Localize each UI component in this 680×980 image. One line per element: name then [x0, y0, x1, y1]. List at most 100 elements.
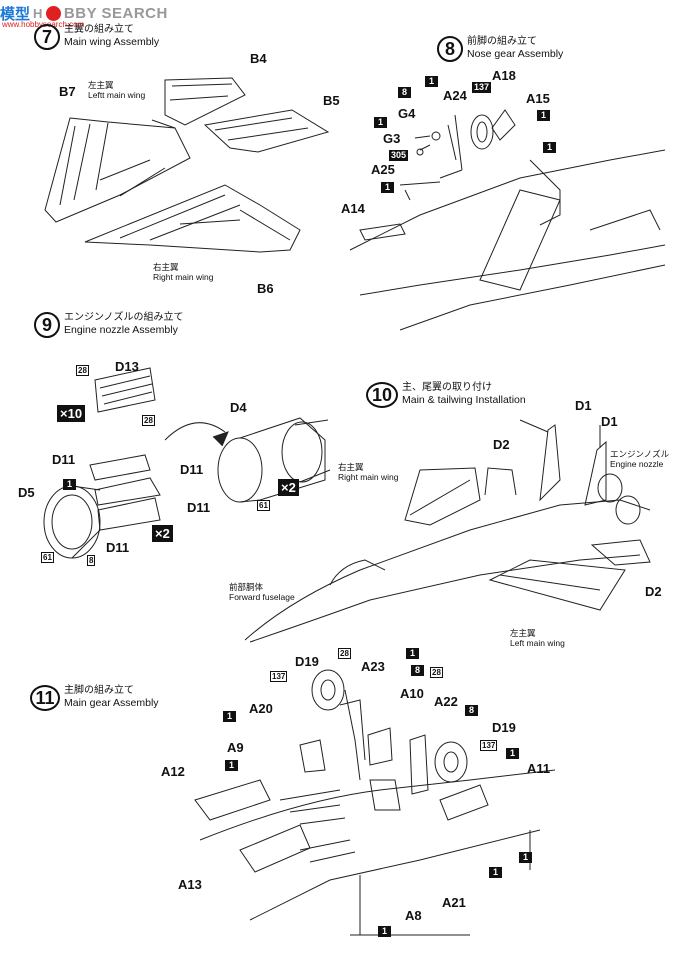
right-wing-caption: 右主翼 Right main wing: [338, 462, 398, 482]
caption-ja: エンジンノズル: [610, 449, 670, 459]
fwd-fuselage-caption: 前部胴体 Forward fuselage: [229, 582, 295, 602]
part-number-box: 8: [411, 665, 424, 676]
paint-code-box: 61: [41, 552, 54, 563]
paint-code-box: 28: [430, 667, 443, 678]
step-title-en: Main gear Assembly: [64, 697, 159, 709]
part-label: B4: [250, 51, 267, 66]
caption-ja: 前部胴体: [229, 582, 264, 592]
caption-ja: 左主翼: [510, 628, 536, 638]
step-number: 8: [437, 36, 463, 62]
watermark-eye-icon: [45, 5, 61, 21]
part-label: D19: [492, 720, 516, 735]
caption-en: Leftt main wing: [88, 90, 146, 100]
step-7-header: 7 主翼の組み立て Main wing Assembly: [34, 24, 159, 50]
part-label: A13: [178, 877, 202, 892]
watermark-cjk: 模型: [0, 5, 31, 23]
part-label: A9: [227, 740, 244, 755]
part-label: A24: [443, 88, 467, 103]
part-number-box: 8: [465, 705, 478, 716]
part-label: D5: [18, 485, 35, 500]
part-number-box: 1: [63, 479, 76, 490]
part-label: G4: [398, 106, 416, 121]
paint-code-box: 28: [76, 365, 89, 376]
paint-code-box: 28: [338, 648, 351, 659]
part-number-box: 1: [425, 76, 438, 87]
paint-code-box: 61: [257, 500, 270, 511]
part-label: A10: [400, 686, 424, 701]
quantity-badge: ×2: [152, 525, 173, 542]
part-label: G3: [383, 131, 401, 146]
part-label: B7: [59, 84, 76, 99]
part-label: D11: [106, 540, 130, 555]
part-label: A18: [492, 68, 516, 83]
step-title-en: Engine nozzle Assembly: [64, 324, 178, 336]
part-label: D1: [601, 414, 618, 429]
part-label: A21: [442, 895, 466, 910]
step-number: 7: [34, 24, 60, 50]
part-label: D4: [230, 400, 247, 415]
watermark-gray2: BBY SEARCH: [63, 4, 168, 22]
part-number-box: 1: [519, 852, 532, 863]
part-label: A15: [526, 91, 550, 106]
nozzle-caption: エンジンノズル Engine nozzle: [610, 449, 669, 469]
caption-ja: 左主翼: [88, 80, 114, 90]
step-title-ja: 前脚の組み立て: [467, 36, 537, 47]
part-number-box: 1: [374, 117, 387, 128]
part-label: D11: [180, 462, 204, 477]
step-title-en: Nose gear Assembly: [467, 48, 564, 60]
part-number-box: 1: [378, 926, 391, 937]
part-label: D11: [187, 500, 211, 515]
part-label: D1: [575, 398, 592, 413]
step-11-header: 11 主脚の組み立て Main gear Assembly: [30, 685, 159, 711]
part-label: D2: [645, 584, 662, 599]
caption-en: Forward fuselage: [229, 592, 295, 602]
part-number-box: 1: [381, 182, 394, 193]
paint-code-box: 8: [87, 555, 96, 566]
paint-code-box: 137: [270, 671, 288, 682]
part-number-box: 1: [506, 748, 519, 759]
step-number: 11: [30, 685, 60, 711]
part-label: A8: [405, 908, 422, 923]
watermark-logo: 模型 H BBY SEARCH www.hobbysearch.com: [0, 4, 168, 30]
part-label: A11: [527, 761, 551, 776]
part-number-box: 1: [406, 648, 419, 659]
part-label: D19: [295, 654, 319, 669]
step-title-ja: 主、尾翼の取り付け: [402, 382, 492, 393]
quantity-badge: ×2: [278, 479, 299, 496]
part-label: B5: [323, 93, 340, 108]
step-title-ja: 主脚の組み立て: [64, 685, 134, 696]
part-label: B6: [257, 281, 274, 296]
caption-ja: 右主翼: [338, 462, 364, 472]
step-number: 10: [366, 382, 398, 408]
part-label: A25: [371, 162, 395, 177]
part-label: A14: [341, 201, 365, 216]
part-label: A23: [361, 659, 385, 674]
step-10-header: 10 主、尾翼の取り付け Main & tailwing Installatio…: [366, 382, 526, 408]
part-number-box: 1: [537, 110, 550, 121]
caption-en: Right main wing: [153, 272, 214, 282]
paint-code-box: 137: [480, 740, 498, 751]
part-label: D11: [52, 452, 76, 467]
part-number-box: 1: [489, 867, 502, 878]
step-title-ja: 主翼の組み立て: [64, 24, 134, 35]
caption-en: Left main wing: [510, 638, 565, 648]
step-title-ja: エンジンノズルの組み立て: [64, 312, 184, 323]
part-number-box: 1: [543, 142, 556, 153]
part-number-box: 1: [223, 711, 236, 722]
paint-code-box: 28: [142, 415, 155, 426]
step-title-en: Main & tailwing Installation: [402, 394, 526, 406]
step-8-header: 8 前脚の組み立て Nose gear Assembly: [437, 36, 563, 62]
part-label: A12: [161, 764, 185, 779]
part-label: D13: [115, 359, 139, 374]
caption-en: Engine nozzle: [610, 459, 664, 469]
part-label: A20: [249, 701, 273, 716]
step-number: 9: [34, 312, 60, 338]
part-number-box: 137: [472, 82, 492, 93]
caption-ja: 右主翼: [153, 262, 179, 272]
quantity-badge: ×10: [57, 405, 86, 422]
part-label: A22: [434, 694, 458, 709]
step-9-header: 9 エンジンノズルの組み立て Engine nozzle Assembly: [34, 312, 184, 338]
caption-en: Right main wing: [338, 472, 399, 482]
part-number-box: 8: [398, 87, 411, 98]
